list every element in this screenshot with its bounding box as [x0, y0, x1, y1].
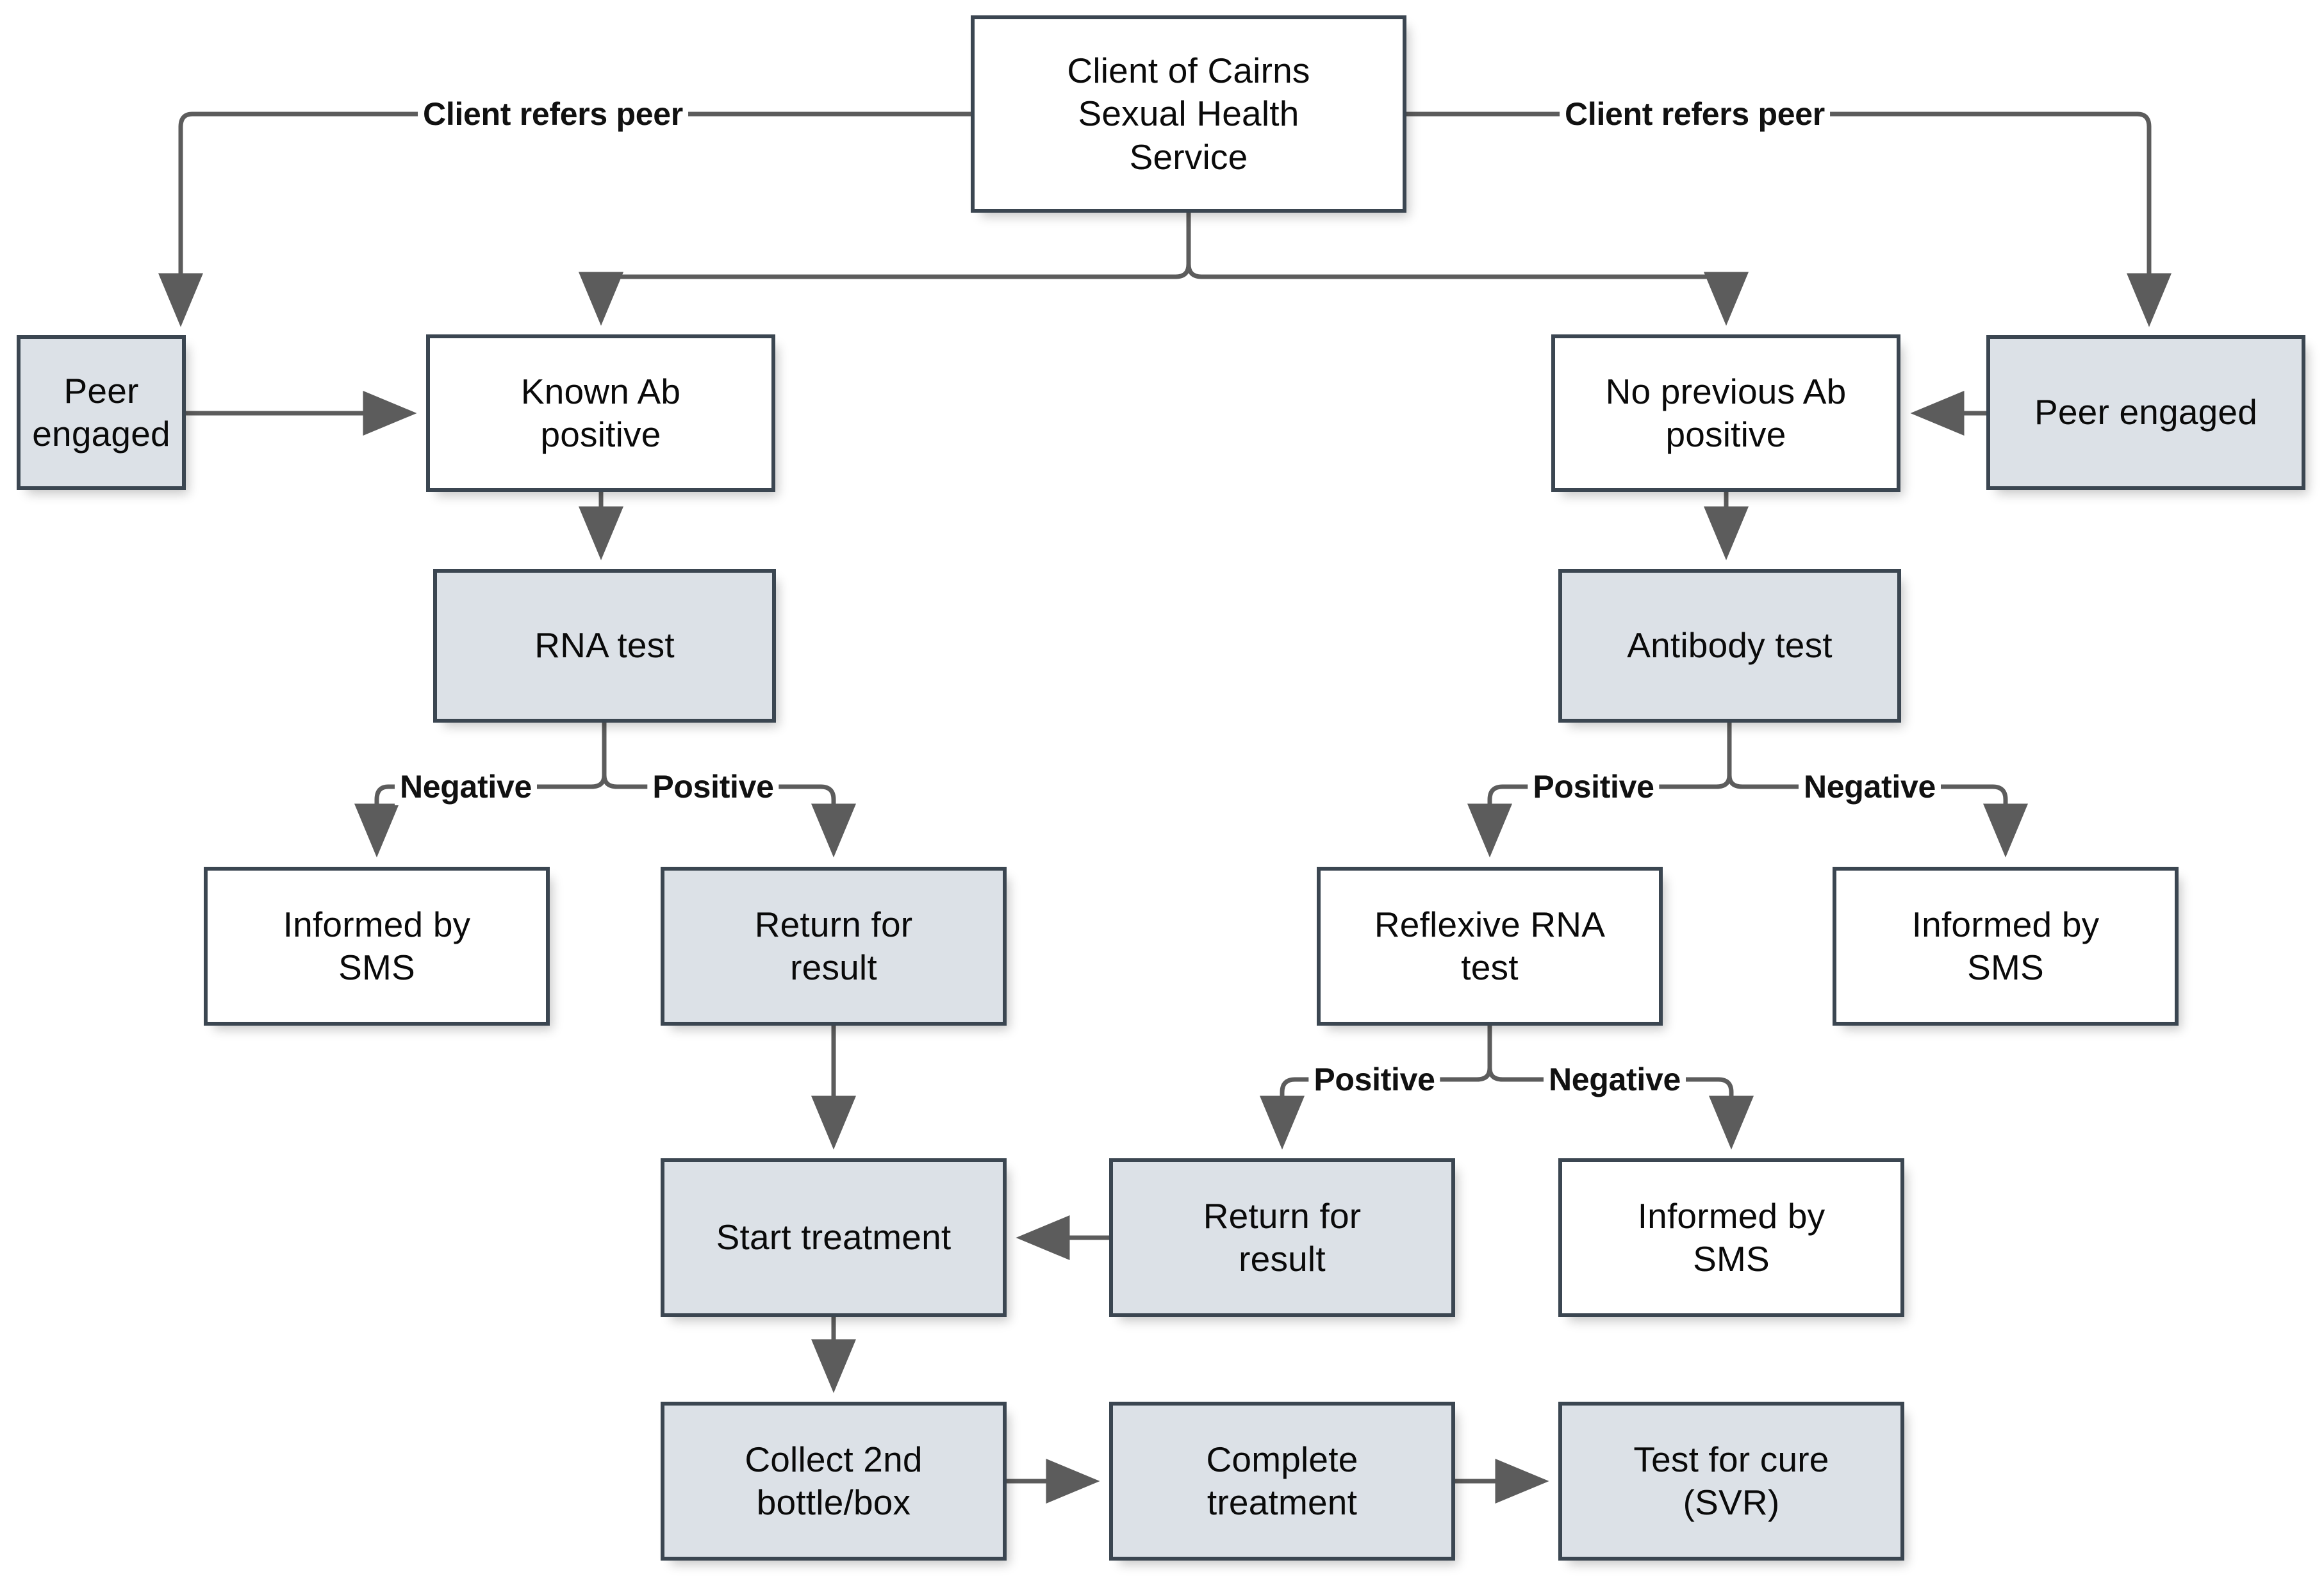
node-label-line: treatment: [1207, 1482, 1358, 1522]
node-label-line: Sexual Health: [1078, 94, 1299, 134]
edge-root-to-no-prev-ab: [1186, 213, 1749, 326]
node-label-line: Service: [1129, 136, 1248, 177]
node-label-line: Informed by: [283, 904, 471, 944]
edge-root-to-peer-left: [158, 111, 971, 327]
edge-label-client-refers-peer-left: Client refers peer: [418, 95, 688, 133]
node-label-line: RNA test: [534, 625, 675, 666]
node-peer-engaged-right[interactable]: Peer engaged: [1986, 335, 2305, 490]
node-label-line: Informed by: [1637, 1195, 1825, 1236]
node-label-line: SMS: [338, 947, 415, 987]
node-label-line: Test for cure: [1633, 1439, 1829, 1479]
node-label-line: Return for: [754, 904, 913, 944]
node-label-line: (SVR): [1683, 1482, 1780, 1522]
node-label-line: Informed by: [1911, 904, 2100, 944]
edge-label-client-refers-peer-right: Client refers peer: [1560, 95, 1830, 133]
node-label-line: test: [1461, 947, 1519, 987]
node-label-line: bottle/box: [756, 1482, 911, 1522]
node-label-line: Peer engaged: [2034, 392, 2257, 432]
edge-label-antibody-positive: Positive: [1528, 768, 1660, 805]
node-label-line: result: [790, 947, 877, 987]
node-rna-test[interactable]: RNA test: [433, 569, 776, 723]
node-label-line: No previous Ab: [1605, 371, 1847, 411]
node-label-line: Reflexive RNA: [1374, 904, 1606, 944]
node-label-line: Client of Cairns: [1067, 51, 1310, 91]
node-label-line: Antibody test: [1627, 625, 1833, 666]
node-label-line: positive: [1665, 414, 1786, 454]
edge-label-reflex-positive: Positive: [1308, 1061, 1440, 1098]
edge-label-antibody-negative: Negative: [1798, 768, 1941, 805]
node-label-line: result: [1239, 1239, 1326, 1279]
node-peer-engaged-left[interactable]: Peer engaged: [17, 335, 186, 490]
node-label-line: Peer engaged: [32, 370, 170, 454]
edge-label-reflex-negative: Negative: [1543, 1061, 1686, 1098]
edge-root-to-peer-right: [1406, 111, 2172, 327]
node-label-line: Return for: [1203, 1195, 1362, 1236]
node-label-line: SMS: [1967, 947, 2044, 987]
node-label-line: Collect 2nd: [745, 1439, 923, 1479]
node-label-line: Start treatment: [716, 1217, 952, 1258]
edge-label-rna-positive: Positive: [647, 768, 779, 805]
node-antibody-test[interactable]: Antibody test: [1558, 569, 1901, 723]
node-label-line: SMS: [1693, 1239, 1770, 1279]
edge-label-rna-negative: Negative: [394, 768, 538, 805]
node-label-line: Known Ab: [520, 371, 681, 411]
node-start-treatment[interactable]: Start treatment: [661, 1158, 1007, 1317]
edge-root-to-known-ab: [579, 213, 1191, 326]
node-label-line: Complete: [1206, 1439, 1358, 1479]
node-label-line: positive: [540, 414, 661, 454]
node-test-for-cure-svr[interactable]: Test for cure(SVR): [1558, 1402, 1904, 1561]
